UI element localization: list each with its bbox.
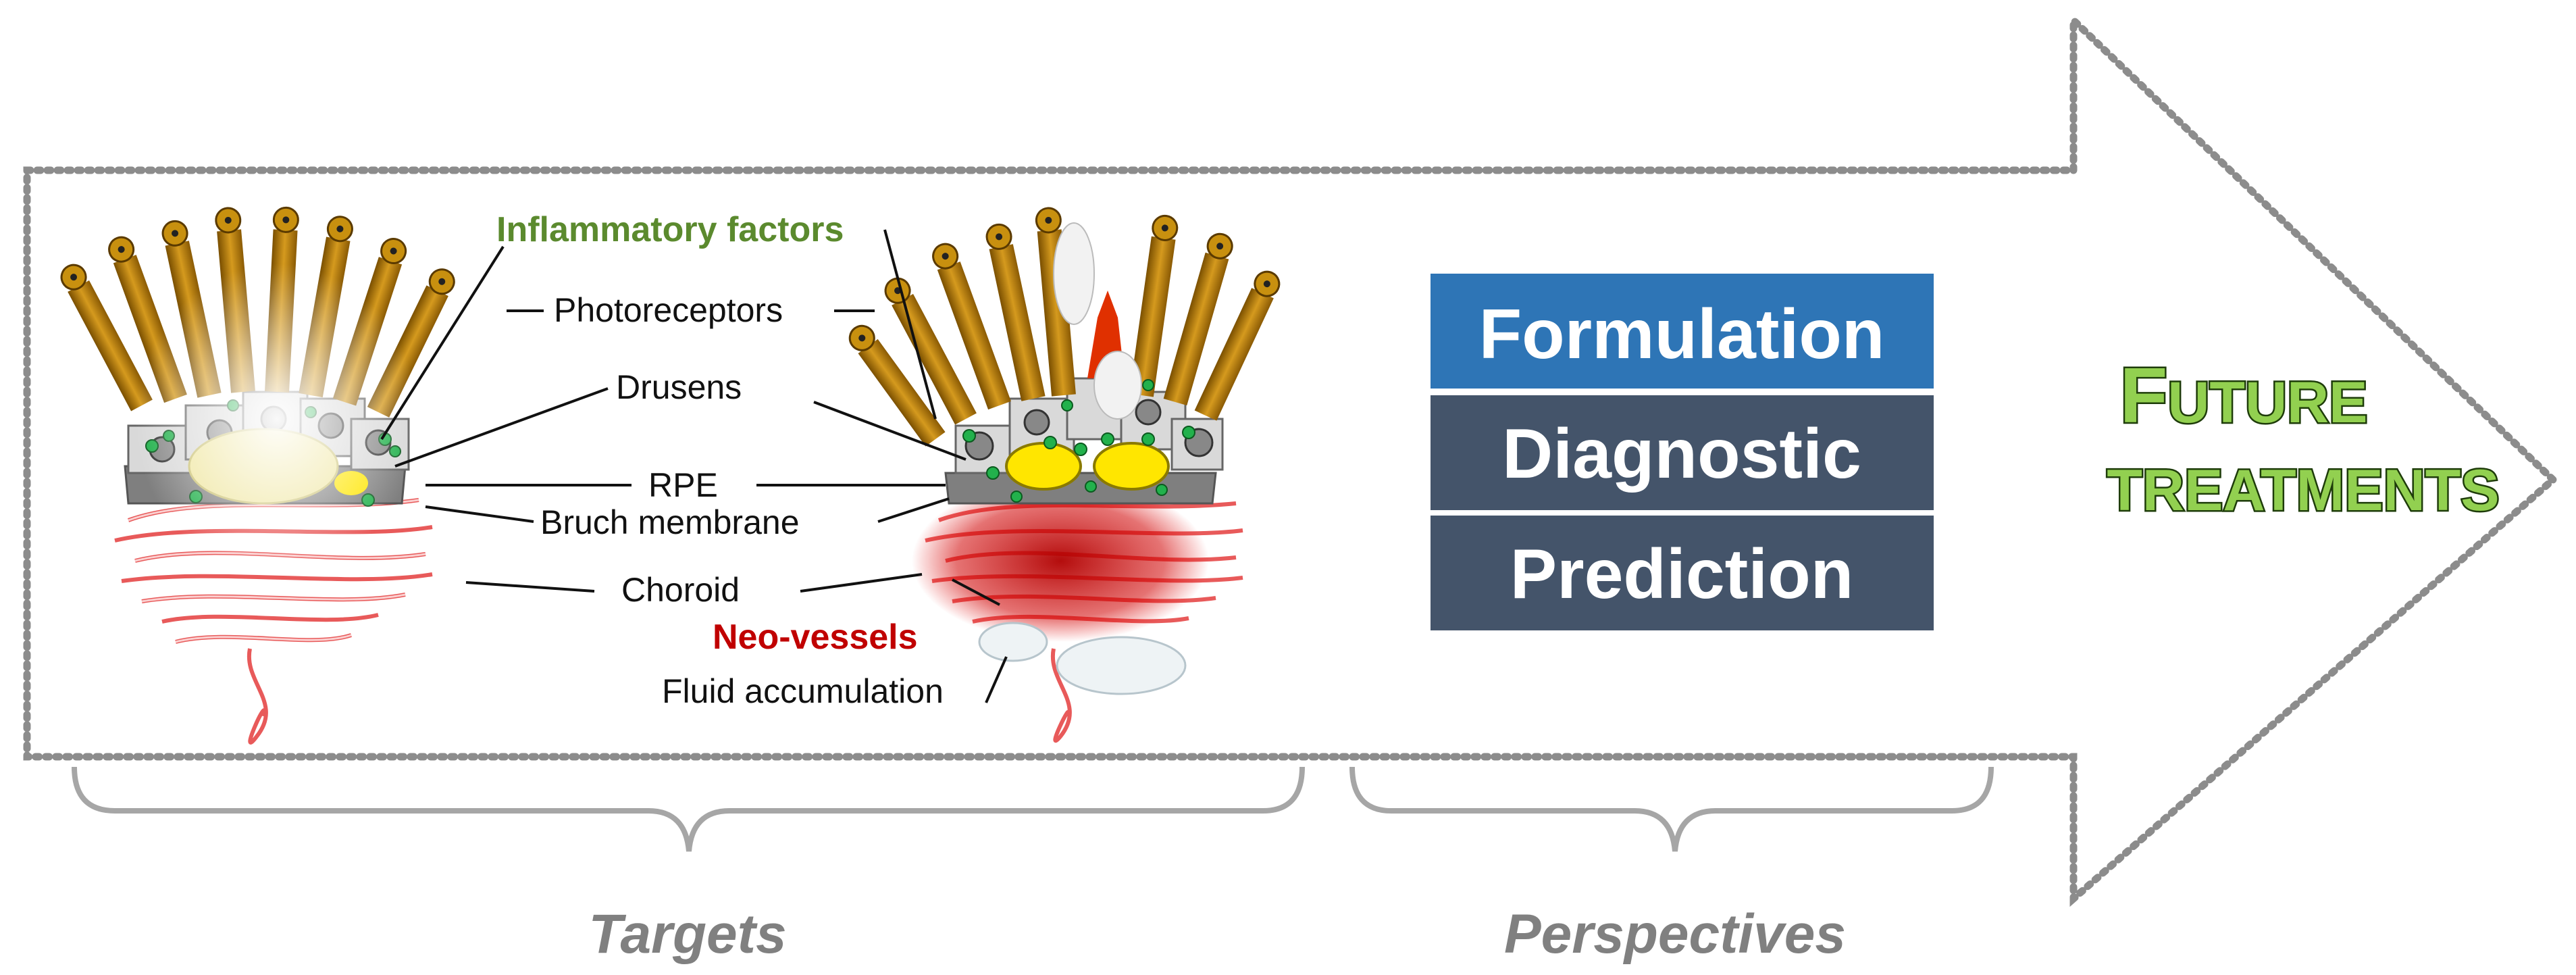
label-rpe: RPE	[648, 466, 718, 504]
box-prediction	[1431, 516, 1934, 630]
box-diagnostic-label: Diagnostic	[1502, 415, 1861, 493]
box-prediction-label: Prediction	[1510, 535, 1854, 614]
box-formulation-label: Formulation	[1479, 295, 1885, 374]
future-big-f: F	[2119, 351, 2167, 439]
future-arrow-outline	[23, 11, 2559, 907]
label-neo-vessels: Neo-vessels	[713, 618, 918, 657]
label-photoreceptors: Photoreceptors	[554, 291, 783, 329]
future-line1: FUTURE	[2119, 351, 2367, 439]
fluid-bubble-mid	[1093, 351, 1142, 420]
label-fluid-accumulation: Fluid accumulation	[662, 672, 944, 710]
future-rest: UTURE	[2167, 370, 2367, 435]
label-inflammatory-factors: Inflammatory factors	[496, 210, 844, 249]
label-drusens: Drusens	[616, 368, 742, 406]
leader-lines	[380, 229, 1008, 703]
drusen-right-1	[1005, 442, 1082, 491]
label-bruch-membrane: Bruch membrane	[540, 503, 800, 541]
fluid-bubble-top	[1053, 222, 1095, 325]
future-line2: TREATMENTS	[2107, 458, 2499, 523]
box-formulation	[1431, 274, 1934, 389]
healthy-retina-illustration	[60, 206, 455, 745]
diseased-retina-illustration	[848, 207, 1281, 743]
drusen-right-2	[1093, 442, 1170, 491]
bruch-membrane-right	[944, 472, 1217, 505]
haze-left	[135, 264, 419, 574]
fluid-accumulation-2	[1056, 636, 1187, 695]
label-choroid: Choroid	[621, 571, 740, 609]
perspectives-label: Perspectives	[1504, 903, 1846, 965]
perspectives-bracket	[1349, 766, 1994, 852]
targets-bracket	[72, 766, 1305, 852]
targets-label: Targets	[588, 903, 786, 965]
neovessel-blob	[912, 480, 1209, 642]
box-diagnostic	[1431, 395, 1934, 510]
photoreceptors-right	[848, 207, 1281, 447]
perspectives-boxes: Formulation Diagnostic Prediction	[1431, 274, 1934, 630]
fluid-accumulation-1	[978, 622, 1048, 662]
inflammatory-dots-right	[962, 379, 1195, 503]
